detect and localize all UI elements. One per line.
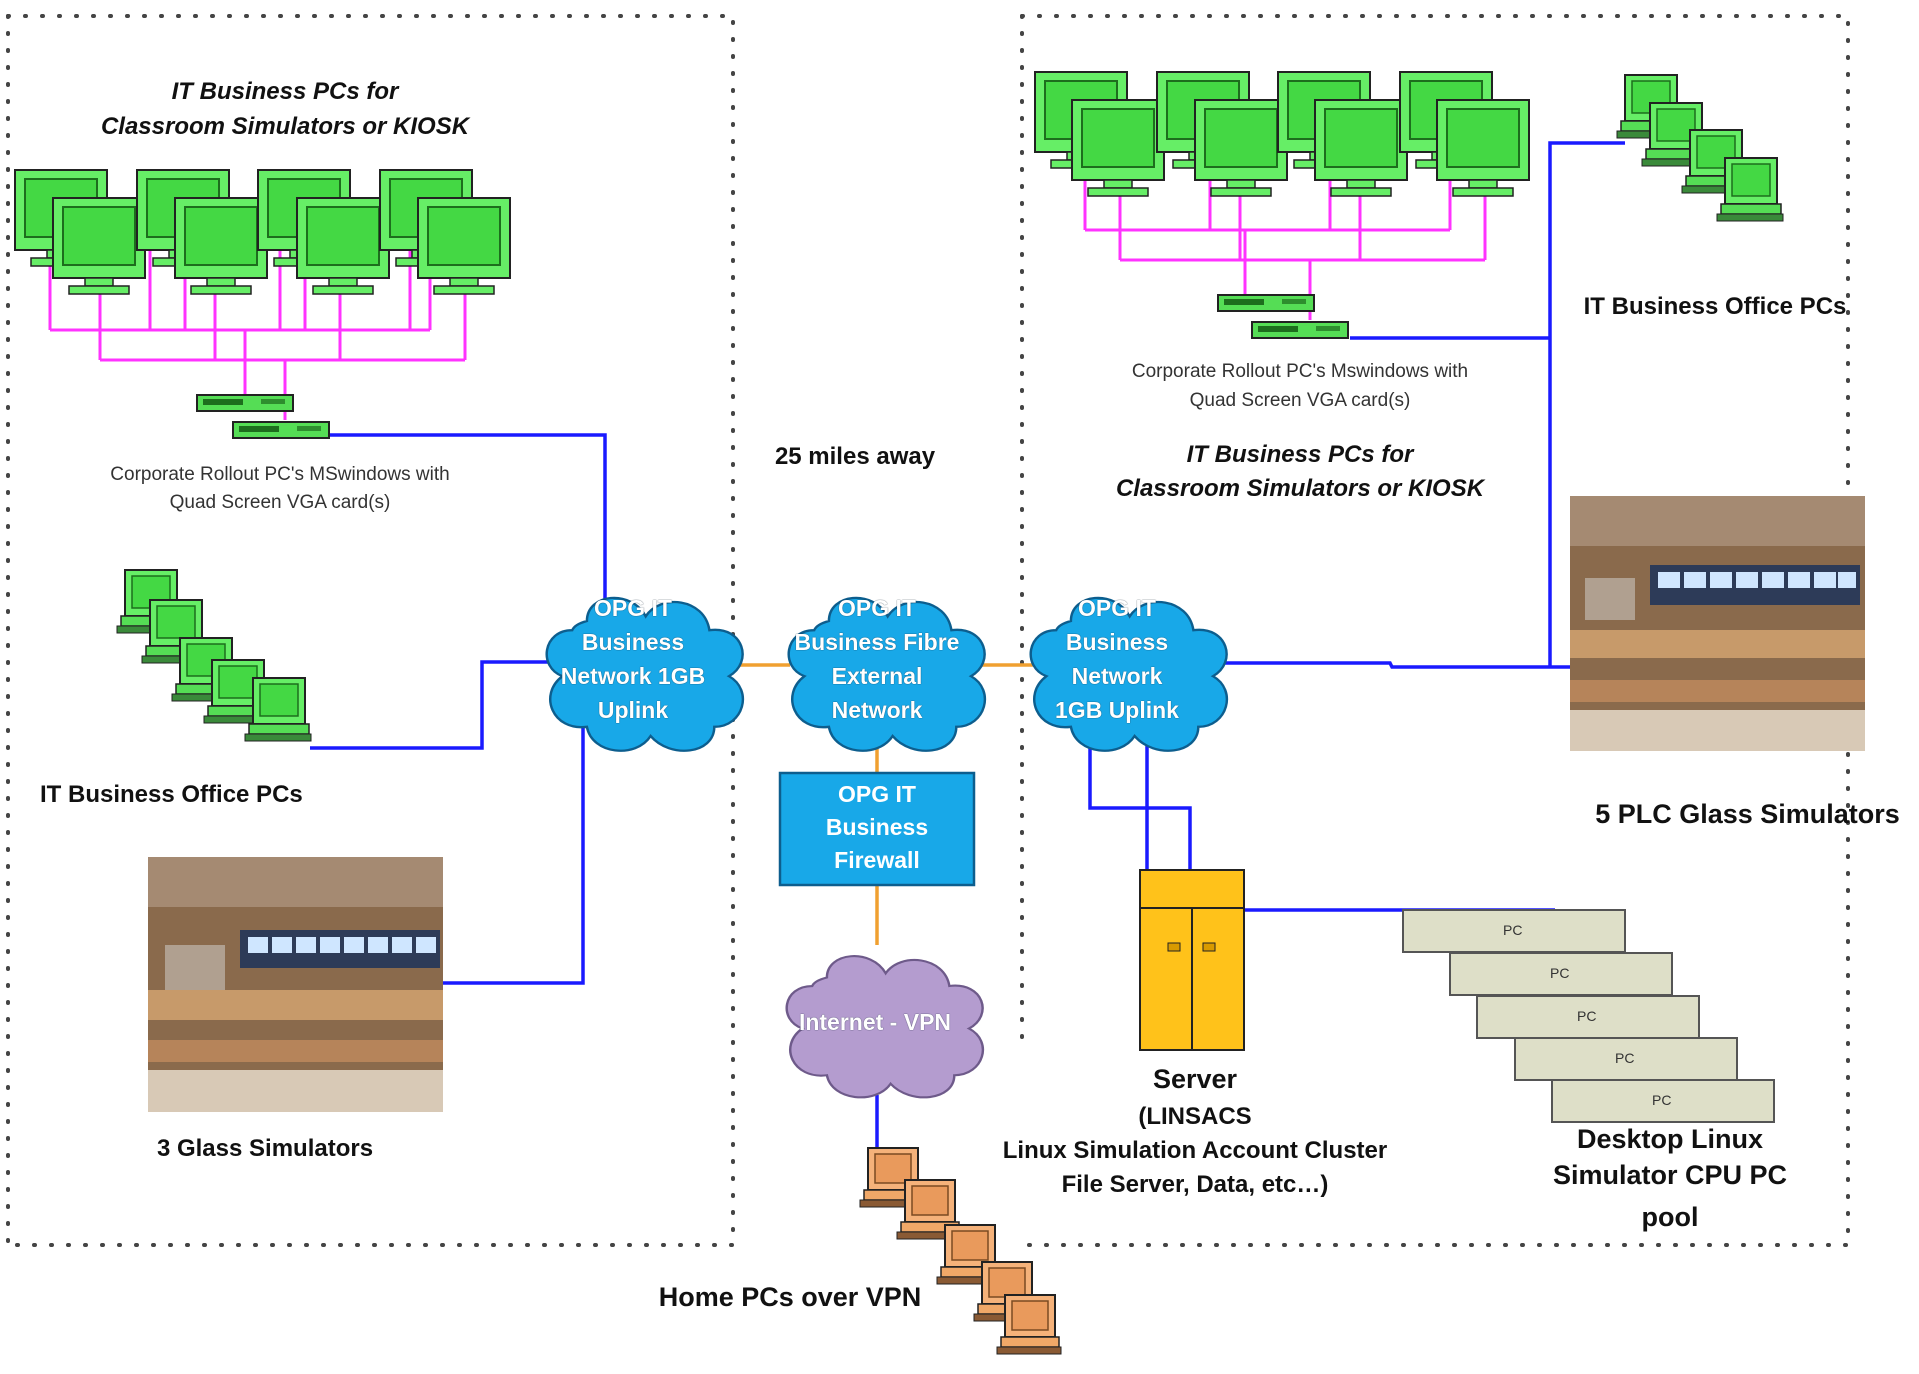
firewall-line3: Firewall <box>834 847 920 873</box>
cloud-left-line3: Network 1GB <box>560 663 706 689</box>
left-glass-simulators-label: 3 Glass Simulators <box>156 1135 374 1162</box>
left-rollout-line1: Corporate Rollout PC's MSwindows with <box>110 464 450 485</box>
right-rollout-line1: Corporate Rollout PC's Mswindows with <box>1131 361 1469 382</box>
left-kiosk-monitors <box>14 169 511 295</box>
left-zone-border <box>6 14 735 1247</box>
lan-links <box>310 141 1625 1150</box>
pc-pool-box5-label: PC <box>1652 1092 1672 1108</box>
cloud-right-line4: 1GB Uplink <box>1055 697 1179 723</box>
cloud-center-line4: Network <box>831 697 923 723</box>
home-pcs-label: Home PCs over VPN <box>658 1282 922 1312</box>
pc-pool-line1: Desktop Linux <box>1576 1124 1764 1154</box>
cloud-vpn-text: Internet - VPN <box>780 1005 970 1039</box>
server-line3: File Server, Data, etc…) <box>1061 1171 1329 1198</box>
pc-pool-box2-label: PC <box>1550 965 1570 981</box>
left-office-desktops <box>116 569 312 742</box>
firewall-box <box>778 771 976 887</box>
cloud-center-line1: OPG IT <box>838 595 916 621</box>
pc-pool-box1-label: PC <box>1503 922 1523 938</box>
left-kiosk-title-line1: IT Business PCs for <box>171 78 399 105</box>
plc-glass-simulators-label: 5 PLC Glass Simulators <box>1595 799 1900 829</box>
cloud-right-text: OPG IT Business Network 1GB Uplink <box>1027 591 1207 727</box>
server-line2: Linux Simulation Account Cluster <box>1002 1137 1388 1164</box>
server-line1: (LINSACS <box>1138 1103 1252 1130</box>
cloud-right-line1: OPG IT <box>1078 595 1156 621</box>
pc-pool-line2: Simulator CPU PC <box>1552 1160 1788 1190</box>
left-rollout-line2: Quad Screen VGA card(s) <box>169 492 391 513</box>
right-office-desktops <box>1616 74 1784 222</box>
left-kiosk-title-line2: Classroom Simulators or KIOSK <box>100 113 470 140</box>
right-kiosk-title-line2: Classroom Simulators or KIOSK <box>1115 475 1485 502</box>
glass-simulator-photo-left <box>148 857 443 1112</box>
cloud-center-line3: External <box>831 663 923 689</box>
cloud-center-line2: Business Fibre <box>794 629 960 655</box>
pc-pool-boxes <box>1402 909 1775 1123</box>
firewall-text: OPG IT Business Firewall <box>780 778 974 877</box>
left-office-pcs-label: IT Business Office PCs <box>40 781 303 808</box>
server-cabinet <box>1139 869 1245 1051</box>
firewall-line1: OPG IT <box>838 781 916 807</box>
right-rollout-line2: Quad Screen VGA card(s) <box>1189 390 1411 411</box>
cloud-left-text: OPG IT Business Network 1GB Uplink <box>543 591 723 727</box>
cloud-left-line4: Uplink <box>597 697 669 723</box>
plc-simulator-photo-right <box>1570 496 1865 751</box>
right-zone-border <box>1020 14 1850 1247</box>
cloud-right-line3: Network <box>1071 663 1163 689</box>
server-title: Server <box>1152 1064 1238 1094</box>
right-kiosk-monitors <box>1034 71 1530 197</box>
cloud-right-line2: Business <box>1065 629 1169 655</box>
left-rollout-pcs <box>196 394 330 439</box>
cloud-left-line1: OPG IT <box>594 595 672 621</box>
right-office-pcs-label: IT Business Office PCs <box>1583 293 1847 320</box>
cloud-vpn-line1: Internet - VPN <box>798 1009 952 1035</box>
cloud-center-text: OPG IT Business Fibre External Network <box>779 591 975 727</box>
right-kiosk-title-line1: IT Business PCs for <box>1186 441 1414 468</box>
firewall-line2: Business <box>825 814 929 840</box>
pc-pool-box3-label: PC <box>1577 1008 1597 1024</box>
pc-pool-box4-label: PC <box>1615 1050 1635 1066</box>
pc-pool-line3: pool <box>1641 1202 1699 1232</box>
right-rollout-pcs <box>1217 294 1349 339</box>
cloud-left-line2: Business <box>581 629 685 655</box>
distance-label: 25 miles away <box>774 443 936 470</box>
